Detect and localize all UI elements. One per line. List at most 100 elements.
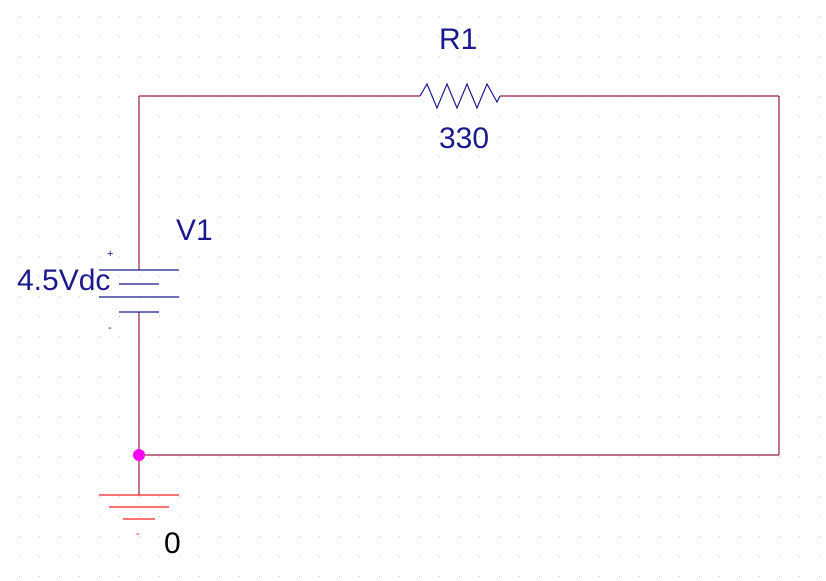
grid-dot <box>699 276 700 277</box>
grid-dot <box>39 156 40 157</box>
grid-dot <box>539 396 540 397</box>
grid-dot <box>539 376 540 377</box>
grid-dot <box>699 496 700 497</box>
grid-dot <box>699 396 700 397</box>
grid-dot <box>399 536 400 537</box>
grid-dot <box>719 236 720 237</box>
grid-dot <box>319 536 320 537</box>
grid-dot <box>619 196 620 197</box>
source-value-label[interactable]: 4.5Vdc <box>17 264 110 297</box>
grid-dot <box>179 316 180 317</box>
grid-dot <box>539 256 540 257</box>
grid-dot <box>679 176 680 177</box>
grid-dot <box>219 176 220 177</box>
grid-dot <box>99 396 100 397</box>
grid-dot <box>379 296 380 297</box>
grid-dot <box>239 56 240 57</box>
grid-dot <box>119 556 120 557</box>
grid-dot <box>619 216 620 217</box>
grid-dot <box>739 576 740 577</box>
grid-dot <box>39 196 40 197</box>
grid-dot <box>579 216 580 217</box>
resistor-zigzag <box>419 82 501 110</box>
grid-dot <box>579 496 580 497</box>
grid-dot <box>239 296 240 297</box>
grid-dot <box>339 36 340 37</box>
grid-dot <box>419 176 420 177</box>
grid-dot <box>199 216 200 217</box>
grid-dot <box>619 336 620 337</box>
grid-dot <box>39 296 40 297</box>
grid-dot <box>499 336 500 337</box>
voltage-source-v1[interactable] <box>99 269 179 313</box>
grid-dot <box>679 356 680 357</box>
grid-dot <box>819 356 820 357</box>
grid-dot <box>439 36 440 37</box>
grid-dot <box>319 76 320 77</box>
grid-dot <box>79 376 80 377</box>
grid-dot <box>19 96 20 97</box>
grid-dot <box>379 436 380 437</box>
grid-dot <box>339 196 340 197</box>
grid-dot <box>199 236 200 237</box>
grid-dot <box>619 76 620 77</box>
grid-dot <box>559 436 560 437</box>
grid-dot <box>59 276 60 277</box>
grid-dot <box>579 476 580 477</box>
resistor-refdes-label[interactable]: R1 <box>439 23 477 56</box>
grid-dot <box>719 176 720 177</box>
resistor-r1[interactable] <box>379 82 539 110</box>
grid-dot <box>559 536 560 537</box>
grid-dot <box>659 156 660 157</box>
grid-dot <box>339 316 340 317</box>
source-refdes-label[interactable]: V1 <box>176 214 213 247</box>
grid-dot <box>499 176 500 177</box>
grid-dot <box>39 56 40 57</box>
ground-symbol[interactable] <box>99 494 179 520</box>
grid-dot <box>59 576 60 577</box>
grid-dot <box>319 336 320 337</box>
grid-dot <box>179 376 180 377</box>
grid-dot <box>219 576 220 577</box>
ground-net-label[interactable]: 0 <box>164 527 181 560</box>
grid-dot <box>719 36 720 37</box>
grid-dot <box>219 16 220 17</box>
grid-dot <box>119 516 120 517</box>
grid-dot <box>539 316 540 317</box>
grid-dot <box>459 296 460 297</box>
grid-dot <box>379 556 380 557</box>
grid-dot <box>739 56 740 57</box>
grid-dot <box>639 336 640 337</box>
grid-dot <box>799 56 800 57</box>
grid-dot <box>699 536 700 537</box>
grid-dot <box>779 76 780 77</box>
grid-dot <box>819 36 820 37</box>
grid-dot <box>259 356 260 357</box>
grid-dot <box>519 76 520 77</box>
grid-dot <box>819 156 820 157</box>
grid-dot <box>499 476 500 477</box>
grid-dot <box>799 156 800 157</box>
grid-dot <box>659 236 660 237</box>
grid-dot <box>779 456 780 457</box>
grid-dot <box>19 436 20 437</box>
grid-dot <box>259 456 260 457</box>
grid-dot <box>799 316 800 317</box>
grid-dot <box>379 536 380 537</box>
grid-dot <box>219 476 220 477</box>
grid-dot <box>479 516 480 517</box>
grid-dot <box>639 36 640 37</box>
grid-dot <box>759 356 760 357</box>
grid-dot <box>739 256 740 257</box>
grid-dot <box>319 296 320 297</box>
grid-dot <box>379 516 380 517</box>
grid-dot <box>79 256 80 257</box>
resistor-value-label[interactable]: 330 <box>439 122 489 155</box>
grid-dot <box>59 176 60 177</box>
junction-dot[interactable] <box>133 449 145 461</box>
grid-dot <box>639 576 640 577</box>
grid-dot <box>339 476 340 477</box>
grid-dot <box>39 76 40 77</box>
grid-dot <box>359 536 360 537</box>
